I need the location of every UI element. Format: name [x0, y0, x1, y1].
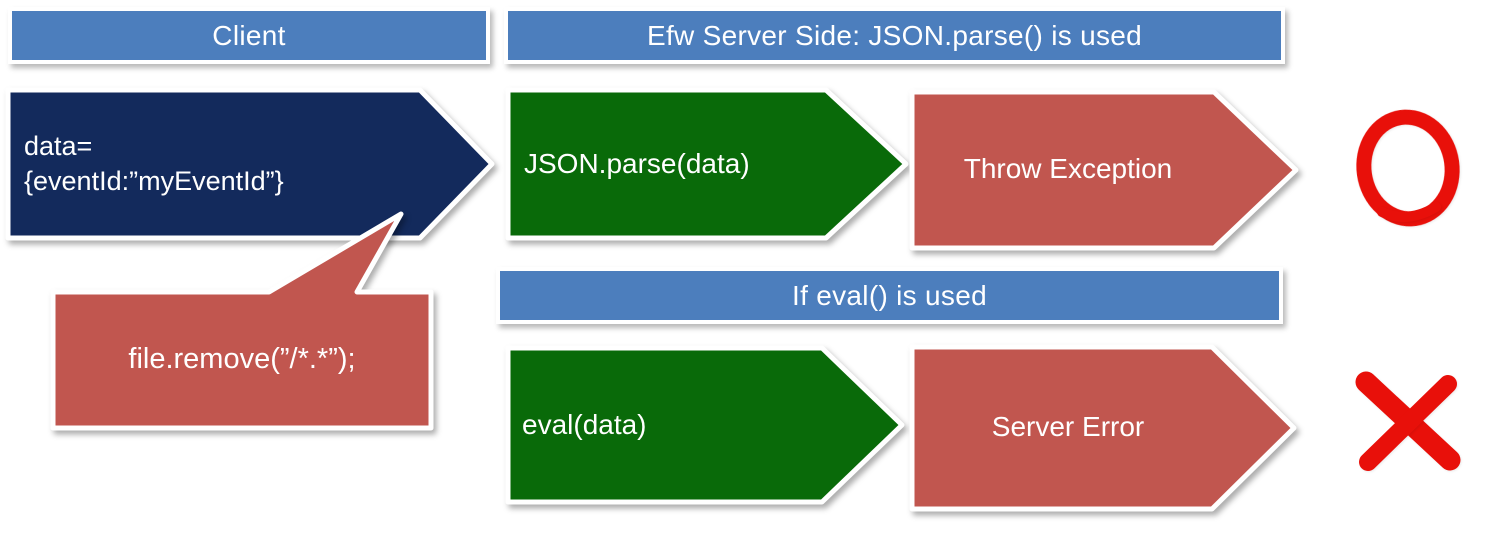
malicious-code-callout-shape — [50, 211, 434, 431]
server-json-header-label: Efw Server Side: JSON.parse() is used — [646, 19, 1143, 51]
malicious-code-label: file.remove(”/*.*”); — [128, 343, 356, 376]
server-error-label: Server Error — [991, 410, 1145, 442]
ok-circle-mark-icon — [1352, 109, 1464, 228]
server-error-arrow: Server Error — [908, 340, 1302, 514]
server-error-arrow-shape — [909, 344, 1297, 512]
eval-arrow-shape — [505, 345, 905, 505]
fail-cross-mark-icon — [1352, 370, 1464, 472]
client-header: Client — [8, 7, 490, 64]
client-data-line1: data= — [24, 130, 93, 161]
client-data-line2: {eventId:”myEventId”} — [24, 166, 284, 196]
eval-header-label: If eval() is used — [792, 279, 987, 311]
json-parse-label: JSON.parse(data) — [524, 147, 750, 179]
throw-exception-label: Throw Exception — [963, 152, 1173, 184]
malicious-code-callout: file.remove(”/*.*”); — [45, 198, 445, 436]
eval-header: If eval() is used — [496, 267, 1283, 324]
client-header-label: Client — [212, 19, 286, 51]
eval-arrow: eval(data) — [504, 342, 909, 508]
client-data-arrow-shape — [5, 87, 495, 241]
server-json-header: Efw Server Side: JSON.parse() is used — [504, 7, 1285, 64]
ok-circle-stroke — [1356, 109, 1460, 227]
fail-cross-stroke-2 — [1359, 375, 1457, 471]
client-data-arrow: data= {eventId:”myEventId”} — [4, 86, 500, 242]
throw-exception-arrow: Throw Exception — [908, 86, 1304, 252]
ok-circle-brush-flick — [1377, 202, 1441, 222]
json-parse-arrow-shape — [505, 87, 909, 241]
json-parse-arrow: JSON.parse(data) — [504, 86, 914, 242]
eval-label: eval(data) — [522, 408, 647, 440]
throw-exception-arrow-shape — [909, 89, 1299, 251]
